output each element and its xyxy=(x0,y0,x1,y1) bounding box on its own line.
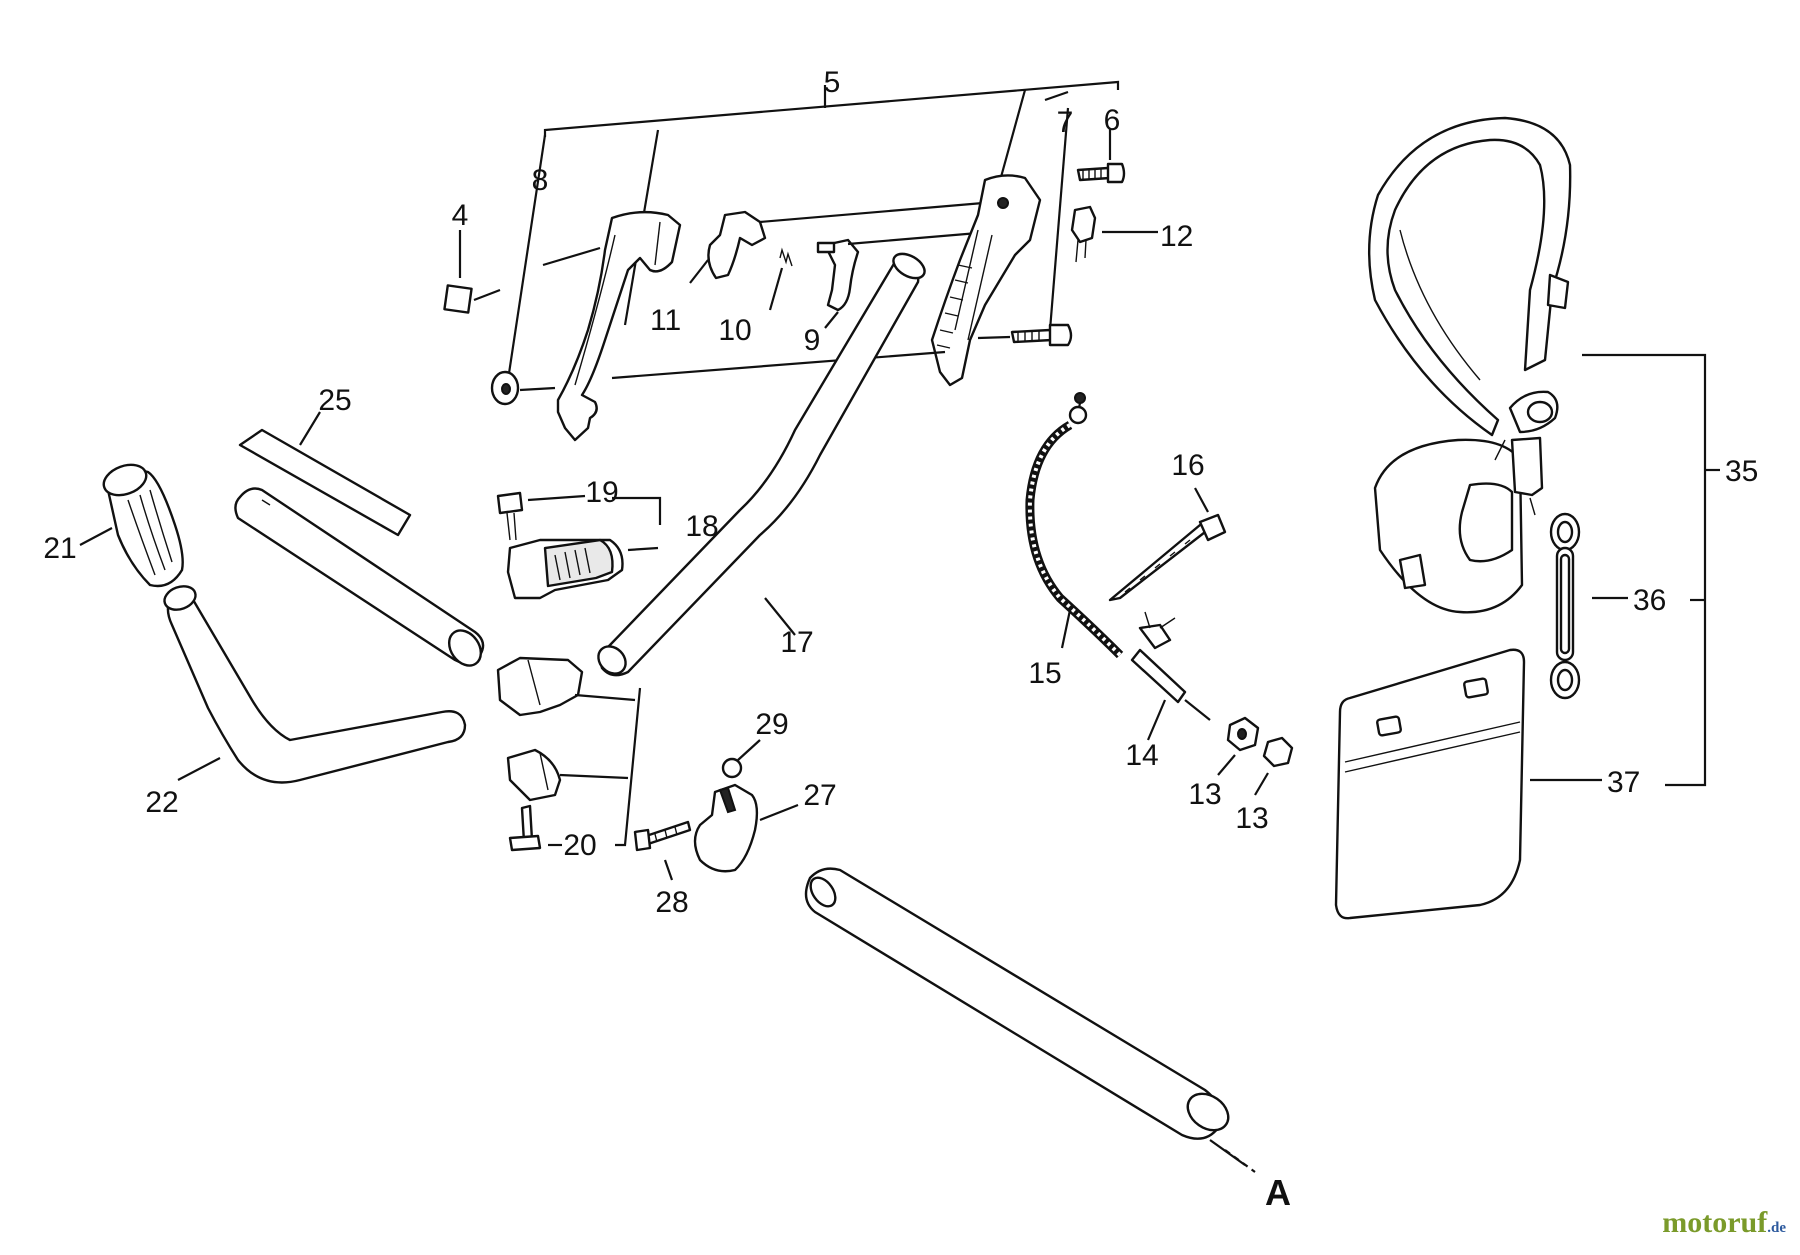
label-22: 22 xyxy=(145,786,178,819)
label-15: 15 xyxy=(1028,657,1061,690)
part-14-adjuster xyxy=(1146,699,1167,741)
part-4-label-plate xyxy=(443,230,501,314)
part-labels: 5 6 7 8 4 12 11 10 9 25 19 18 21 17 15 1… xyxy=(43,66,1758,1213)
part-27-clamp xyxy=(633,739,799,881)
watermark-logo: motoruf.de xyxy=(1662,1206,1786,1240)
part-9-lock-lever xyxy=(816,230,991,329)
part-35-harness xyxy=(1367,116,1720,787)
part-15-throttle-cable xyxy=(1025,392,1211,721)
label-36: 36 xyxy=(1633,584,1666,617)
label-25: 25 xyxy=(318,384,351,417)
part-7-bolt xyxy=(977,323,1073,347)
part-6-screw xyxy=(1076,128,1126,184)
label-13-a: 13 xyxy=(1188,778,1221,811)
watermark-text: motoruf xyxy=(1662,1206,1768,1239)
label-17: 17 xyxy=(780,626,813,659)
label-37: 37 xyxy=(1607,766,1640,799)
label-35: 35 xyxy=(1725,455,1758,488)
label-19: 19 xyxy=(585,476,618,509)
label-14: 14 xyxy=(1125,739,1158,772)
label-27: 27 xyxy=(803,779,836,812)
label-18: 18 xyxy=(685,510,718,543)
part-17-handlebar-tube xyxy=(597,252,926,677)
part-11-throttle-trigger xyxy=(689,200,996,284)
label-28: 28 xyxy=(655,886,688,919)
label-5: 5 xyxy=(824,66,841,99)
label-21: 21 xyxy=(43,532,76,565)
label-12: 12 xyxy=(1160,220,1193,253)
label-13-b: 13 xyxy=(1235,802,1268,835)
label-11: 11 xyxy=(650,304,681,337)
bracket-5-7-8 xyxy=(506,80,1120,381)
part-handle-right-half xyxy=(611,174,1042,387)
label-8: 8 xyxy=(532,164,549,197)
part-nut-8 xyxy=(490,370,556,406)
part-37-hip-pad xyxy=(1334,648,1602,920)
part-22-bent-tube xyxy=(163,585,467,784)
part-20-clamp xyxy=(496,656,642,852)
watermark-suffix: .de xyxy=(1767,1220,1786,1236)
label-10: 10 xyxy=(718,314,751,347)
label-7: 7 xyxy=(1057,106,1074,139)
label-4: 4 xyxy=(452,199,469,232)
part-13-nuts xyxy=(1217,716,1294,796)
label-A: A xyxy=(1265,1172,1291,1213)
part-16-cable-tie xyxy=(1108,487,1227,602)
part-shaft-tube xyxy=(804,867,1256,1173)
part-handle-left-half xyxy=(542,210,682,442)
label-29: 29 xyxy=(755,708,788,741)
label-20: 20 xyxy=(563,829,596,862)
part-10-spring xyxy=(768,247,793,311)
part-36-ring-link xyxy=(1549,512,1628,700)
label-9: 9 xyxy=(804,324,821,357)
part-21-grip xyxy=(79,463,184,588)
label-16: 16 xyxy=(1171,449,1204,482)
label-6: 6 xyxy=(1104,104,1121,137)
part-12-stop-switch xyxy=(1070,205,1158,263)
part-18-clamp xyxy=(496,491,662,600)
part-25-pad xyxy=(238,411,412,537)
part-left-tube xyxy=(234,487,485,667)
